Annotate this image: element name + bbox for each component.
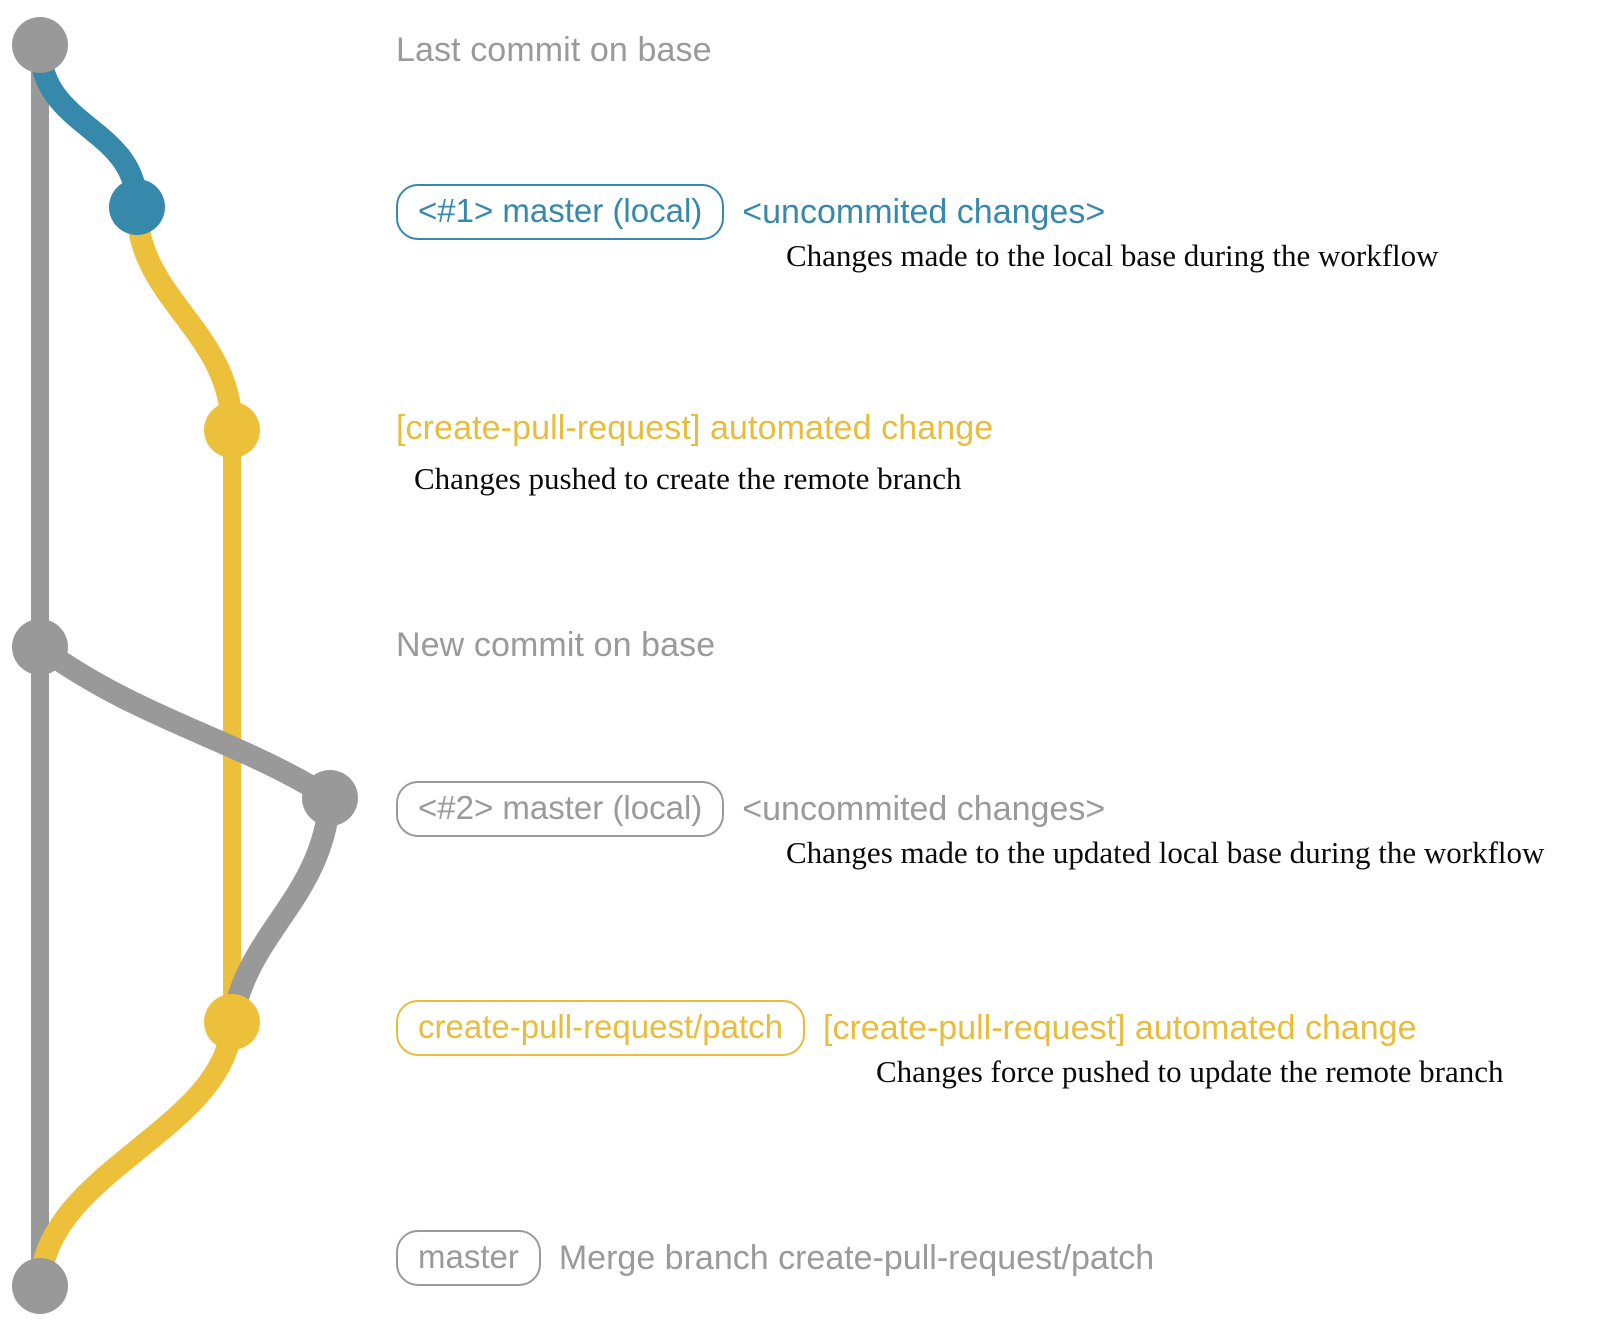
edge-base-to-local1 xyxy=(29,34,148,218)
commit-node-master[interactable] xyxy=(12,1258,68,1314)
edge-base-to-local2 xyxy=(29,636,341,809)
commit-row-local-2: <#2> master (local) <uncommited changes> xyxy=(396,781,1105,837)
commit-message-uncommited-changes-2: <uncommited changes> xyxy=(742,790,1106,828)
commit-description-automated-change-1: Changes pushed to create the remote bran… xyxy=(414,461,962,496)
commit-node-create-pull-request-patch[interactable] xyxy=(204,994,260,1050)
commit-node-automated-change-1[interactable] xyxy=(204,402,260,458)
commit-row-patch: create-pull-request/patch [create-pull-r… xyxy=(396,1000,1417,1056)
branch-badge-master-local-2[interactable]: <#2> master (local) xyxy=(396,781,725,837)
commit-row-last-commit: Last commit on base xyxy=(396,33,712,67)
branch-badge-create-pull-request-patch[interactable]: create-pull-request/patch xyxy=(396,1000,806,1056)
commit-node-master-local-1[interactable] xyxy=(109,179,165,235)
commit-row-local-1: <#1> master (local) <uncommited changes> xyxy=(396,184,1105,240)
commit-message-new-commit-on-base: New commit on base xyxy=(396,626,716,664)
commit-description-local-2: Changes made to the updated local base d… xyxy=(786,835,1545,870)
branch-badge-master-local-1[interactable]: <#1> master (local) xyxy=(396,184,725,240)
commit-message-automated-change-2: [create-pull-request] automated change xyxy=(823,1009,1417,1047)
commit-row-automated-change-1: [create-pull-request] automated change xyxy=(396,411,993,445)
edge-patch2-to-master xyxy=(29,1011,243,1297)
commit-row-new-commit: New commit on base xyxy=(396,628,715,662)
branch-badge-master[interactable]: master xyxy=(396,1230,541,1286)
edge-local2-to-patch2 xyxy=(221,787,341,1033)
commit-message-uncommited-changes-1: <uncommited changes> xyxy=(742,193,1106,231)
commit-node-last-commit-on-base[interactable] xyxy=(12,17,68,73)
commit-row-master: master Merge branch create-pull-request/… xyxy=(396,1230,1154,1286)
commit-node-master-local-2[interactable] xyxy=(302,770,358,826)
edge-local1-to-patch1 xyxy=(126,196,243,441)
commit-node-new-commit-on-base[interactable] xyxy=(12,619,68,675)
commit-message-automated-change-1: [create-pull-request] automated change xyxy=(396,409,994,447)
commit-description-local-1: Changes made to the local base during th… xyxy=(786,238,1439,273)
commit-description-patch: Changes force pushed to update the remot… xyxy=(876,1054,1504,1089)
commit-message-merge-branch: Merge branch create-pull-request/patch xyxy=(558,1239,1155,1277)
commit-message-last-commit-on-base: Last commit on base xyxy=(396,31,712,69)
